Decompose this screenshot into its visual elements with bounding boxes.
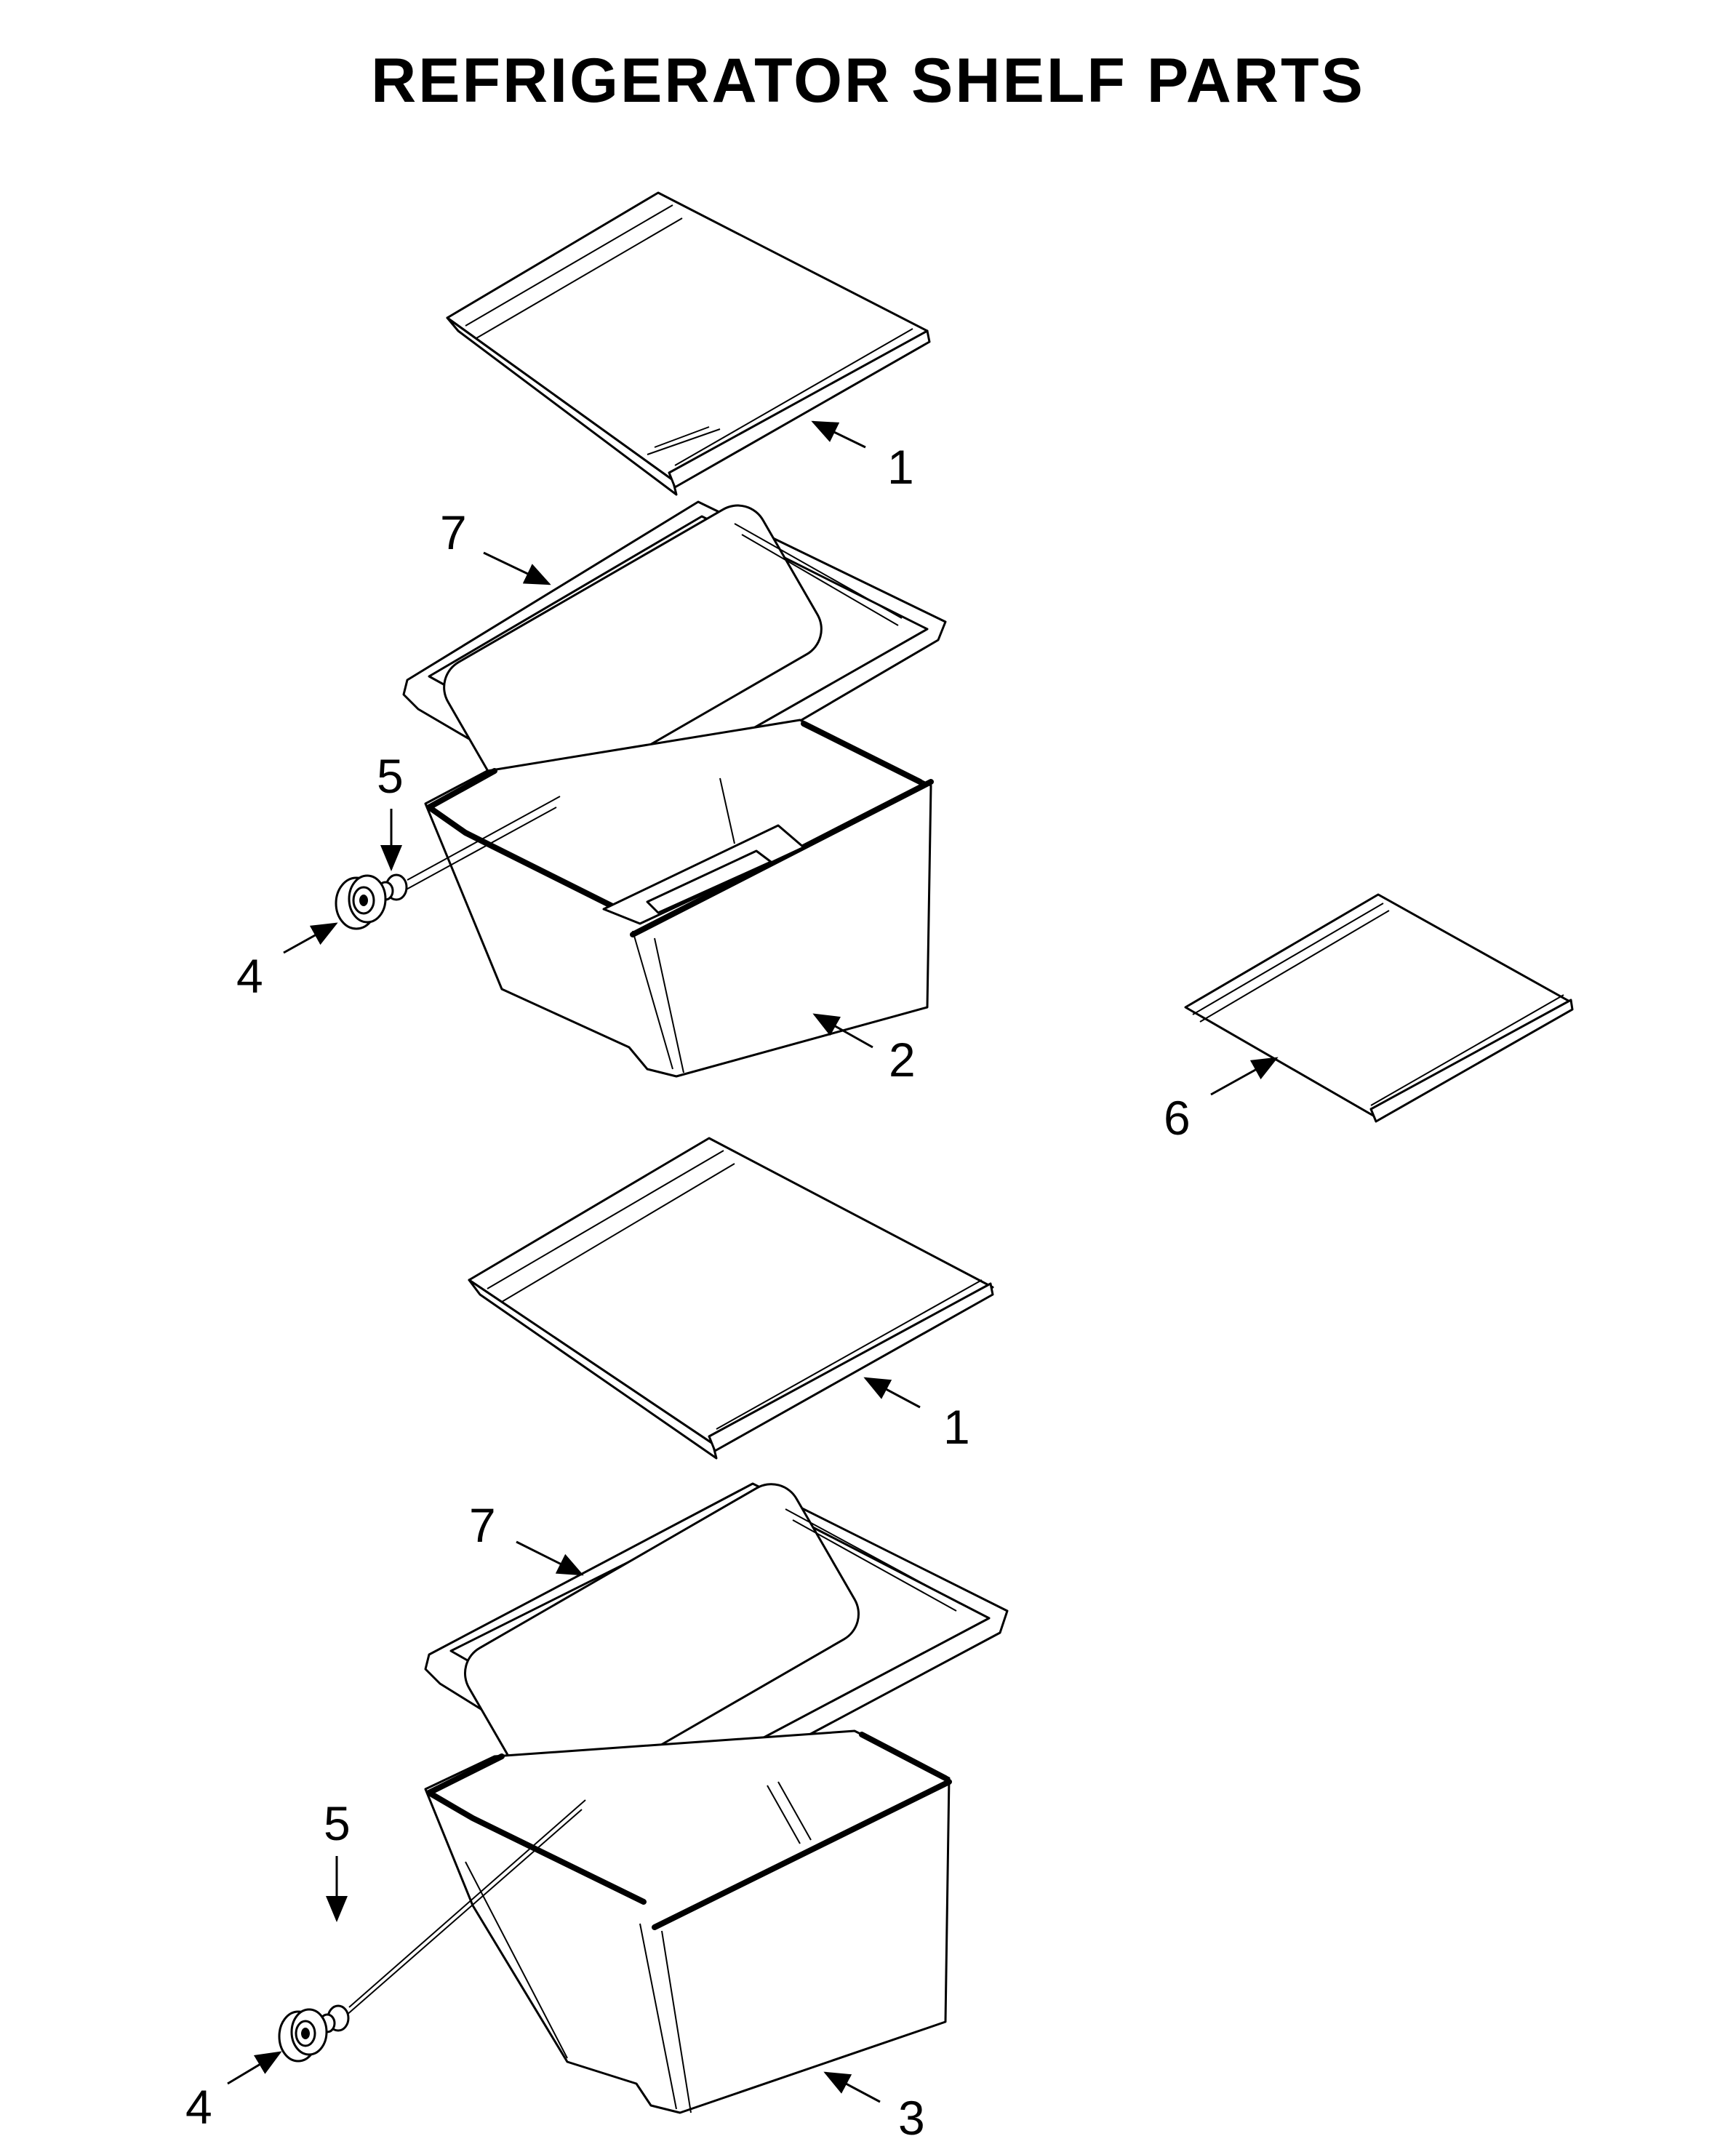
callout-7-top: 7 [440,505,467,559]
crisper-cover-bottom[interactable] [424,1473,1009,1814]
callout-6: 6 [1164,1091,1191,1145]
glass-shelf-bottom[interactable] [468,1137,994,1460]
wheel-axle-top [403,796,561,892]
diagram-title: REFRIGERATOR SHELF PARTS [371,46,1365,116]
crisper-drawer-top[interactable] [424,719,934,1078]
side-glass-shelf[interactable] [1184,893,1574,1123]
callout-4-bottom: 4 [185,2080,212,2134]
glass-shelf-top[interactable] [446,191,931,496]
roller-wheel-top[interactable] [335,874,387,930]
callout-5-bottom: 5 [324,1796,351,1850]
crisper-cover-top[interactable] [402,495,947,821]
roller-wheel-bottom[interactable] [278,2008,328,2063]
callout-5-top: 5 [377,749,404,803]
callout-1-bottom: 1 [943,1400,970,1454]
callout-4-top: 4 [236,949,263,1003]
wheel-axle-bottom [345,1799,586,2017]
callout-1-top: 1 [887,440,914,494]
crisper-drawer-bottom[interactable] [424,1729,952,2114]
callout-2: 2 [889,1033,916,1087]
callout-7-bottom: 7 [469,1498,496,1552]
leader-lines [227,420,1279,2103]
callout-3: 3 [898,2091,925,2145]
